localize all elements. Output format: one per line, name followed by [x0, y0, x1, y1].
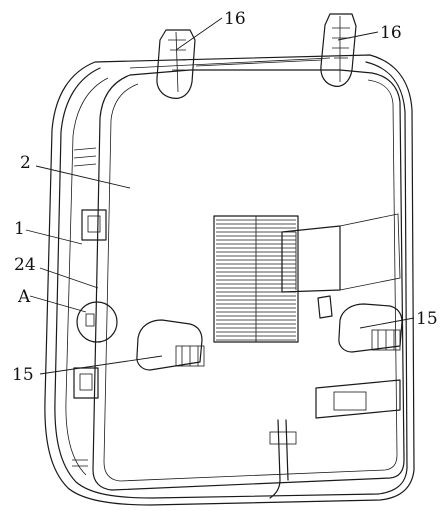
cable-clamp [269, 431, 297, 445]
label-15-left: 15 [12, 365, 34, 385]
leader-lines [25, 17, 415, 375]
label-2: 2 [20, 153, 31, 173]
label-15-right: 15 [416, 309, 438, 329]
inner-panel [92, 69, 405, 491]
label-16-right: 16 [380, 23, 402, 43]
label-24: 24 [14, 255, 36, 275]
top-hook-left [156, 29, 196, 99]
center-clip [317, 295, 333, 319]
label-A: A [17, 287, 31, 307]
top-rail [129, 57, 331, 69]
vent-grille [213, 215, 299, 343]
label-1: 1 [14, 219, 25, 239]
mount-bracket-left [136, 319, 205, 371]
cable [269, 419, 289, 499]
bottom-slot [315, 379, 401, 419]
label-16-left: 16 [224, 9, 246, 29]
detail-circle-a [76, 301, 118, 343]
duct-block [281, 213, 401, 293]
detail-a-feature [85, 313, 95, 327]
side-clips [72, 147, 107, 467]
outer-frame [44, 54, 415, 506]
mount-bracket-right [338, 303, 403, 353]
top-hook-right [320, 13, 357, 87]
